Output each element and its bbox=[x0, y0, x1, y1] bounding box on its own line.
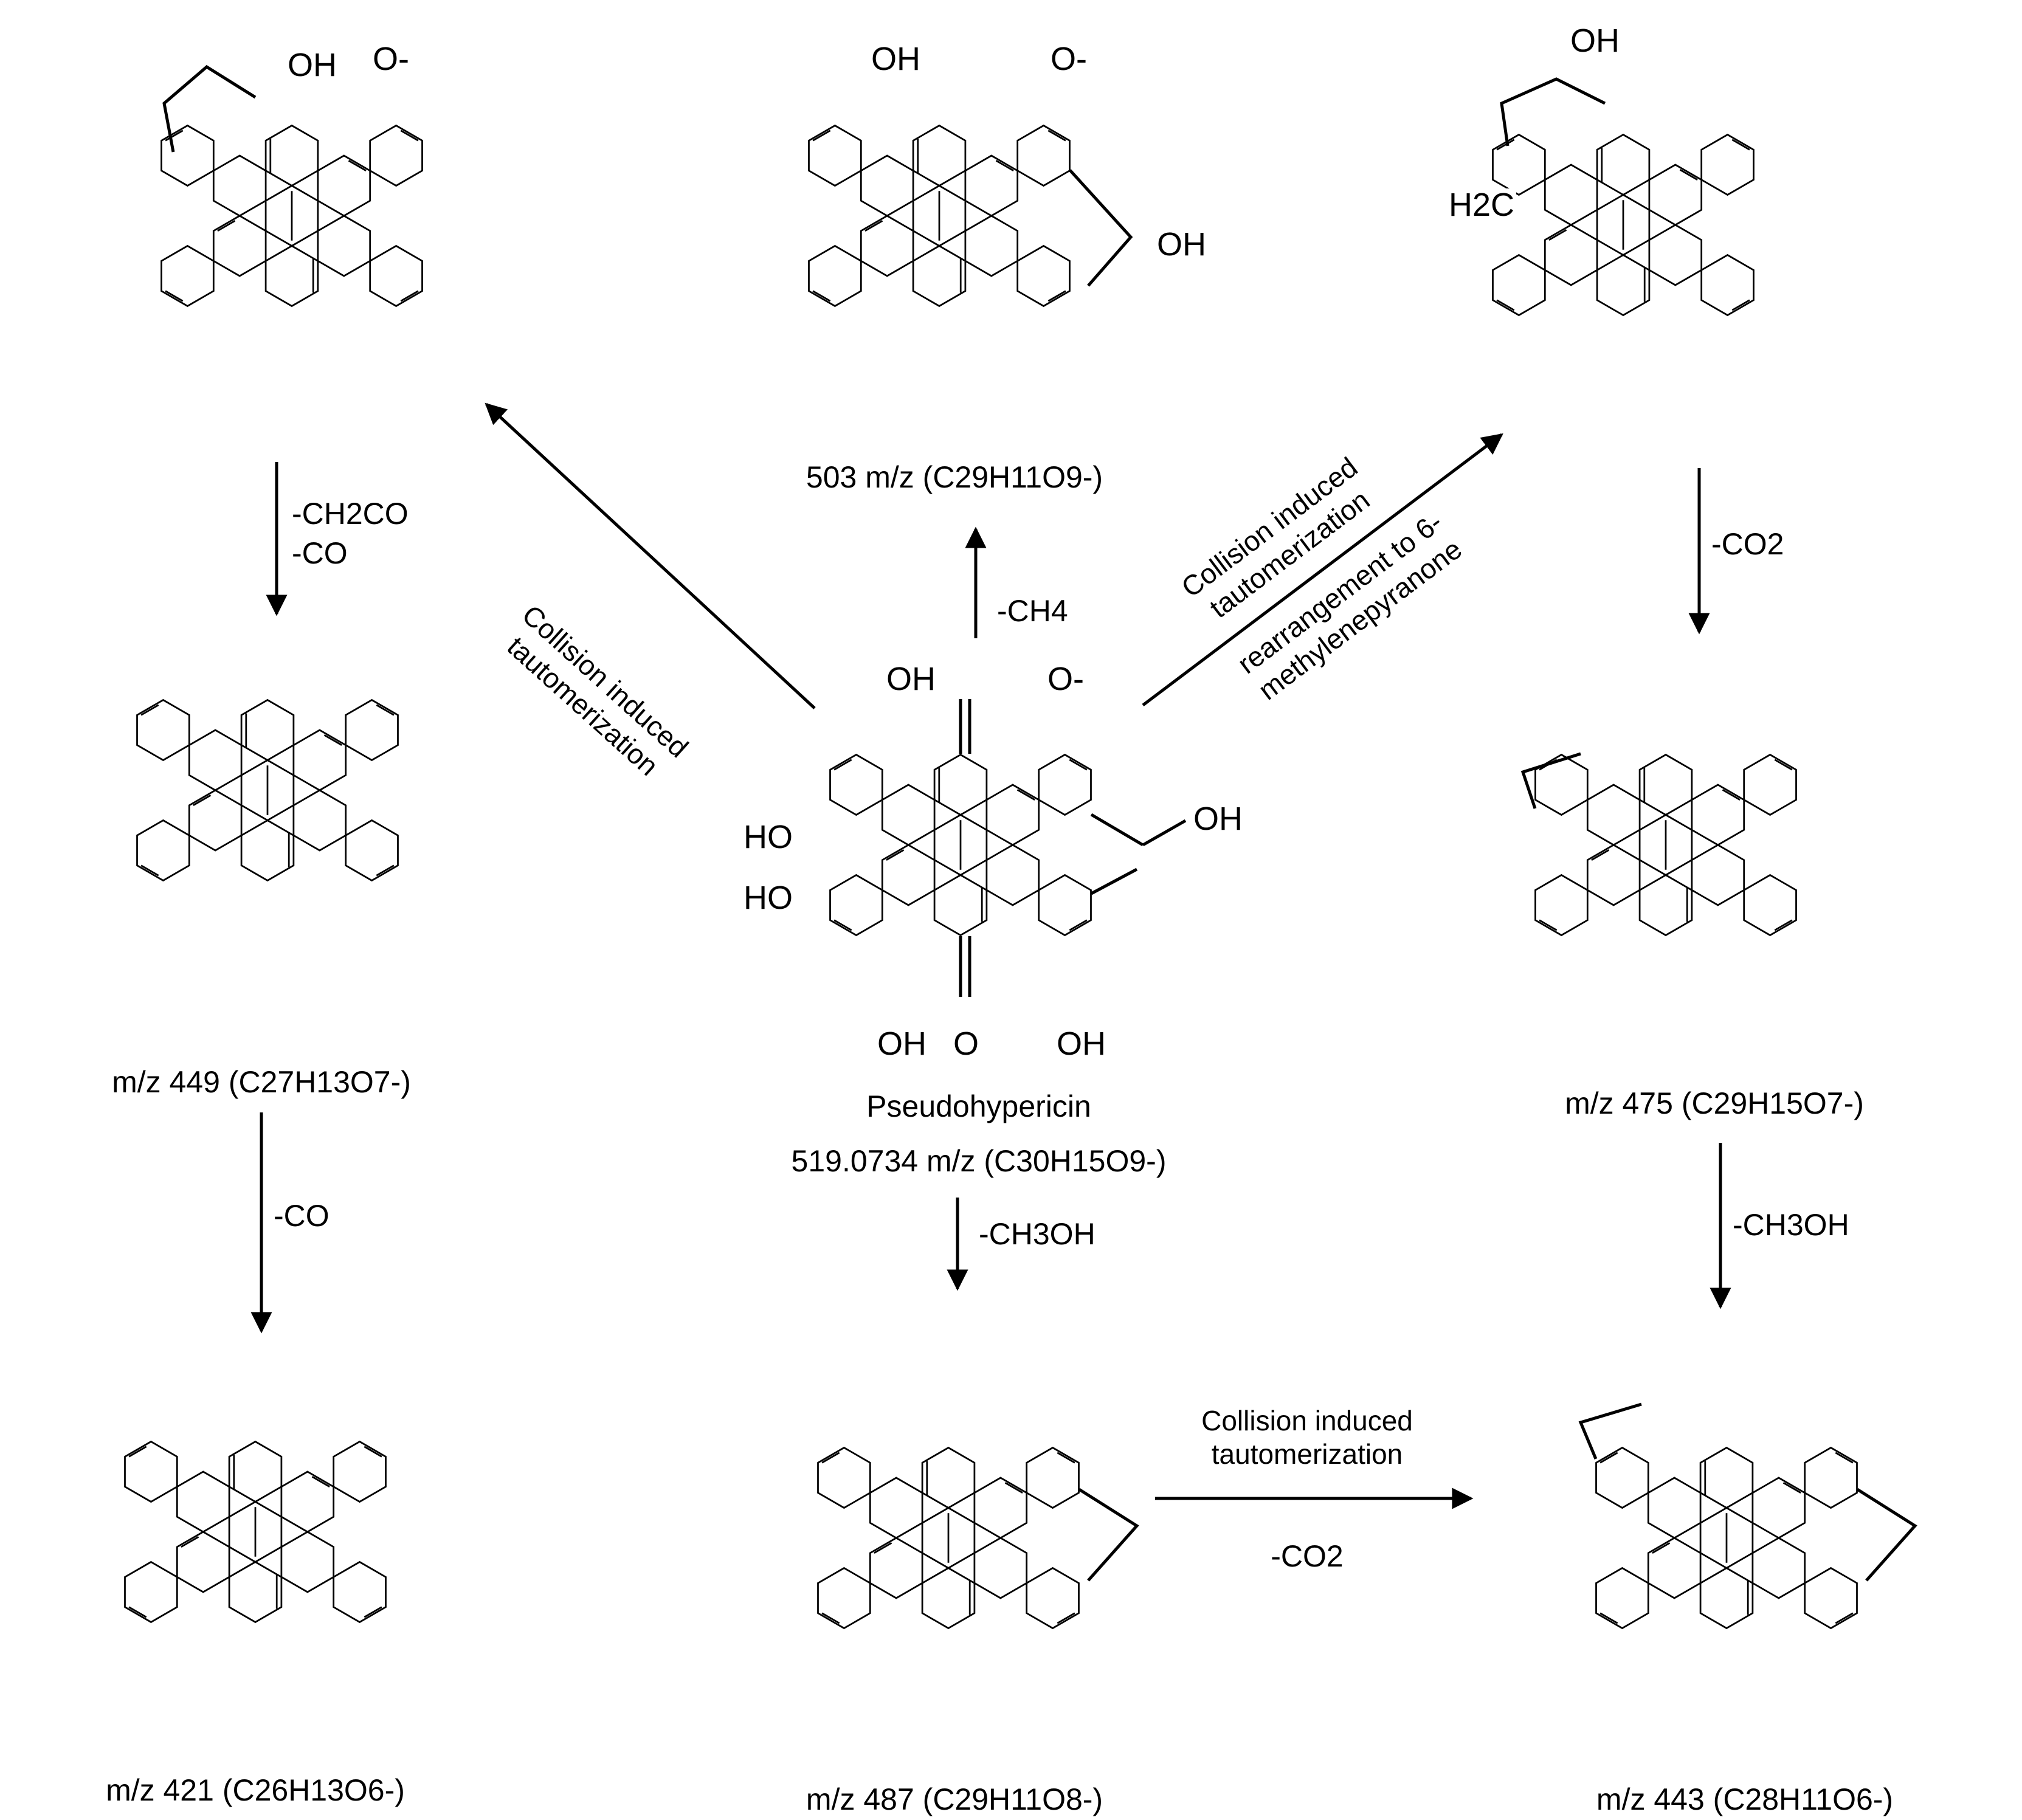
structure-center bbox=[829, 754, 1092, 936]
o-minus-label: O- bbox=[1049, 43, 1089, 75]
oh-label: OH bbox=[875, 1027, 928, 1060]
structure-bottom-right bbox=[1595, 1447, 1858, 1629]
o-minus-label: O- bbox=[1046, 663, 1086, 695]
label-top-right-to-mid-right: -CO2 bbox=[1711, 527, 1784, 561]
compound-mid-right-formula: m/z 475 (C29H15O7-) bbox=[1565, 1086, 1864, 1120]
oh-label: OH bbox=[286, 49, 339, 81]
structure-mid-right bbox=[1534, 754, 1797, 936]
structure-bottom-center bbox=[817, 1447, 1080, 1629]
ho-label: HO bbox=[742, 881, 795, 914]
structure-top-right bbox=[1492, 134, 1755, 316]
ho-label: HO bbox=[742, 821, 795, 853]
compound-top-center-formula: 503 m/z (C29H11O9-) bbox=[806, 460, 1103, 494]
compound-bottom-center-formula: m/z 487 (C29H11O8-) bbox=[806, 1782, 1103, 1816]
oh-label: OH bbox=[869, 43, 922, 75]
compound-center-name: Pseudohypericin bbox=[866, 1089, 1091, 1123]
structure-top-left bbox=[160, 125, 423, 307]
arrow-to-top-left bbox=[485, 402, 816, 709]
structure-top-center bbox=[808, 125, 1071, 307]
label-top-left-to-mid-left-1: -CH2CO bbox=[292, 497, 409, 531]
label-to-bottom-center: -CH3OH bbox=[979, 1217, 1096, 1251]
label-top-left-to-mid-left-2: -CO bbox=[292, 536, 348, 570]
o-minus-label: O- bbox=[371, 43, 411, 75]
arrow-to-top-right bbox=[1142, 433, 1503, 706]
compound-bottom-right-formula: m/z 443 (C28H11O6-) bbox=[1596, 1782, 1894, 1816]
oh-label: OH bbox=[1568, 24, 1621, 57]
structure-bottom-left bbox=[124, 1441, 387, 1623]
label-mid-left-to-bottom-left: -CO bbox=[274, 1199, 330, 1233]
oh-label: OH bbox=[885, 663, 937, 695]
compound-bottom-left-formula: m/z 421 (C26H13O6-) bbox=[106, 1773, 405, 1807]
label-mid-right-to-bottom-right: -CH3OH bbox=[1733, 1208, 1849, 1242]
compound-center-formula: 519.0734 m/z (C30H15O9-) bbox=[791, 1144, 1167, 1178]
o-label: O bbox=[951, 1027, 981, 1060]
oh-label: OH bbox=[1192, 802, 1244, 835]
label-bottom-center-to-bottom-right-2: -CO2 bbox=[1271, 1539, 1344, 1573]
structure-mid-left bbox=[136, 699, 399, 881]
label-to-top-center: -CH4 bbox=[997, 594, 1068, 628]
label-bottom-center-to-bottom-right-1: Collision induced tautomerization bbox=[1201, 1405, 1413, 1470]
compound-mid-left-formula: m/z 449 (C27H13O7-) bbox=[112, 1065, 411, 1099]
h2c-label: H2C bbox=[1447, 188, 1517, 221]
oh-label: OH bbox=[1055, 1027, 1108, 1060]
oh-label: OH bbox=[1155, 228, 1208, 261]
